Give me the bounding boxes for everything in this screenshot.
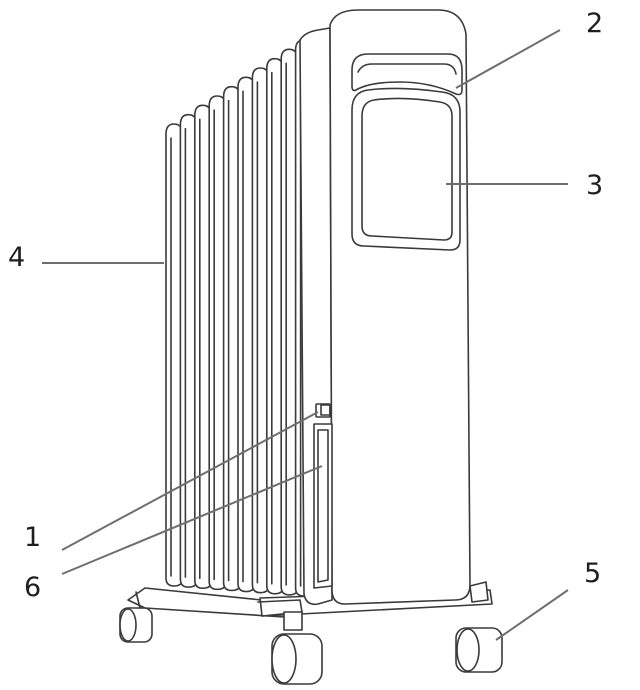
rear-base: [119, 587, 301, 643]
leader-5: [495, 589, 569, 641]
callout-3: 3: [586, 170, 603, 201]
control-panel-window: [351, 87, 461, 251]
radiator-fins: [165, 39, 314, 597]
callout-2: 2: [586, 8, 603, 39]
leader-lines: [42, 29, 569, 641]
leader-1: [61, 411, 319, 551]
callout-6: 6: [24, 572, 41, 603]
front-caster-right: [455, 581, 503, 673]
power-switch: [315, 403, 331, 418]
callout-4: 4: [8, 242, 25, 273]
callout-1: 1: [24, 522, 41, 553]
leader-2: [455, 29, 561, 89]
callout-5: 5: [584, 558, 601, 589]
carry-handle: [351, 53, 463, 96]
front-caster-left: [271, 611, 323, 685]
side-label-plate: [313, 423, 333, 589]
leader-6: [61, 465, 323, 575]
